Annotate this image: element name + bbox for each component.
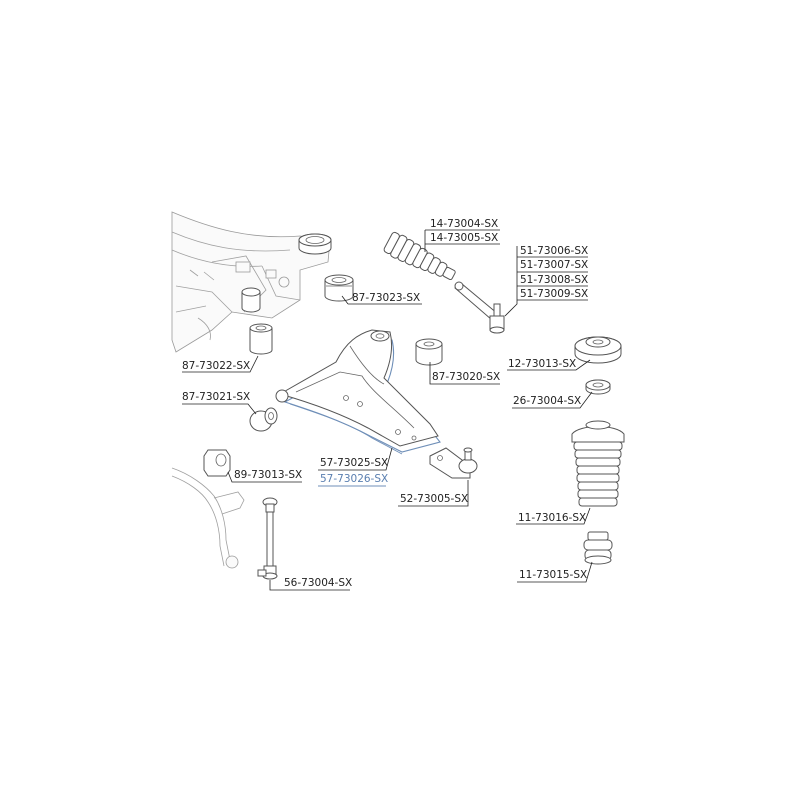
part-label: 51-73008-SX — [520, 274, 588, 286]
part-label: 87-73022-SX — [182, 360, 250, 372]
part-label: 11-73016-SX — [518, 512, 586, 524]
leader-lines — [182, 229, 593, 591]
stabilizer-bushing-illustration — [203, 449, 231, 477]
part-label: 87-73020-SX — [432, 371, 500, 383]
subframe-top-mount — [298, 233, 332, 255]
bushing-87-73023-illustration — [324, 274, 354, 302]
part-label: 14-73005-SX — [430, 232, 498, 244]
part-label: 57-73025-SX — [320, 457, 388, 469]
part-label: 87-73021-SX — [182, 391, 250, 403]
part-label: 12-73013-SX — [508, 358, 576, 370]
bushing-87-73021-illustration — [249, 407, 278, 432]
bushing-87-73020-illustration — [415, 338, 443, 366]
part-label: 51-73006-SX — [520, 245, 588, 257]
steering-boot-illustration — [383, 231, 456, 281]
part-label: 52-73005-SX — [400, 493, 468, 505]
stabilizer-bar-illustration — [171, 467, 245, 569]
strut-bearing-illustration — [585, 379, 611, 395]
part-label: 11-73015-SX — [519, 569, 587, 581]
strut-mount-illustration — [574, 336, 622, 364]
part-label: 51-73009-SX — [520, 288, 588, 300]
part-label: 14-73004-SX — [430, 218, 498, 230]
tie-rod-end-illustration — [454, 281, 505, 334]
control-arm-illustration — [275, 329, 441, 455]
part-label-highlighted: 57-73026-SX — [320, 473, 388, 485]
part-label: 87-73023-SX — [352, 292, 420, 304]
part-label: 26-73004-SX — [513, 395, 581, 407]
part-label: 51-73007-SX — [520, 259, 588, 271]
stabilizer-link-illustration — [257, 497, 278, 580]
bushing-87-73022-illustration — [249, 323, 273, 355]
bump-stop-illustration — [583, 531, 613, 565]
ball-joint-illustration — [429, 447, 478, 479]
part-label: 89-73013-SX — [234, 469, 302, 481]
part-labels: 14-73004-SX 14-73005-SX 51-73006-SX 51-7… — [182, 218, 588, 589]
part-label: 56-73004-SX — [284, 577, 352, 589]
subframe-bushing — [241, 287, 261, 313]
dust-boot-illustration — [571, 420, 625, 507]
